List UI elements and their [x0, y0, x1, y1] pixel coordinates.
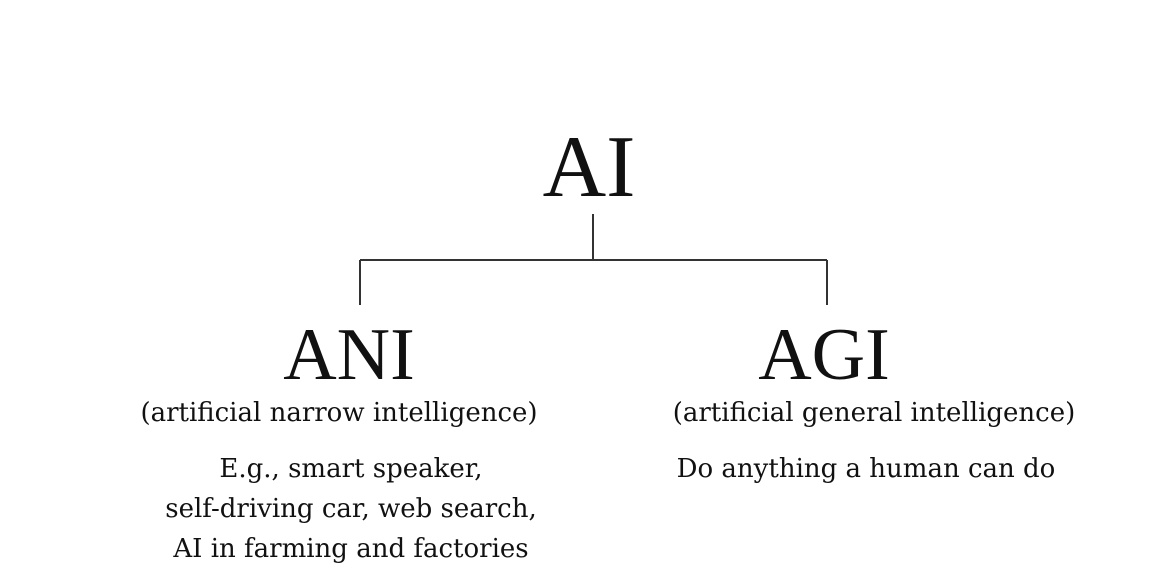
node-agi-description-line: Do anything a human can do — [676, 454, 1056, 484]
node-agi-title: AGI — [758, 314, 890, 396]
node-agi-description: Do anything a human can do — [677, 449, 1056, 489]
node-ani-description: E.g., smart speaker, self-driving car, w… — [165, 449, 537, 569]
node-ani-description-line: E.g., smart speaker, — [219, 454, 483, 484]
node-ani-subtitle: (artificial narrow intelligence) — [140, 398, 538, 428]
root-node-ai: AI — [542, 119, 636, 216]
node-agi-subtitle: (artificial general intelligence) — [672, 398, 1076, 428]
node-ani-title: ANI — [283, 314, 415, 396]
node-ani-description-line: AI in farming and factories — [173, 534, 529, 564]
node-ani-description-line: self-driving car, web search, — [165, 494, 537, 524]
